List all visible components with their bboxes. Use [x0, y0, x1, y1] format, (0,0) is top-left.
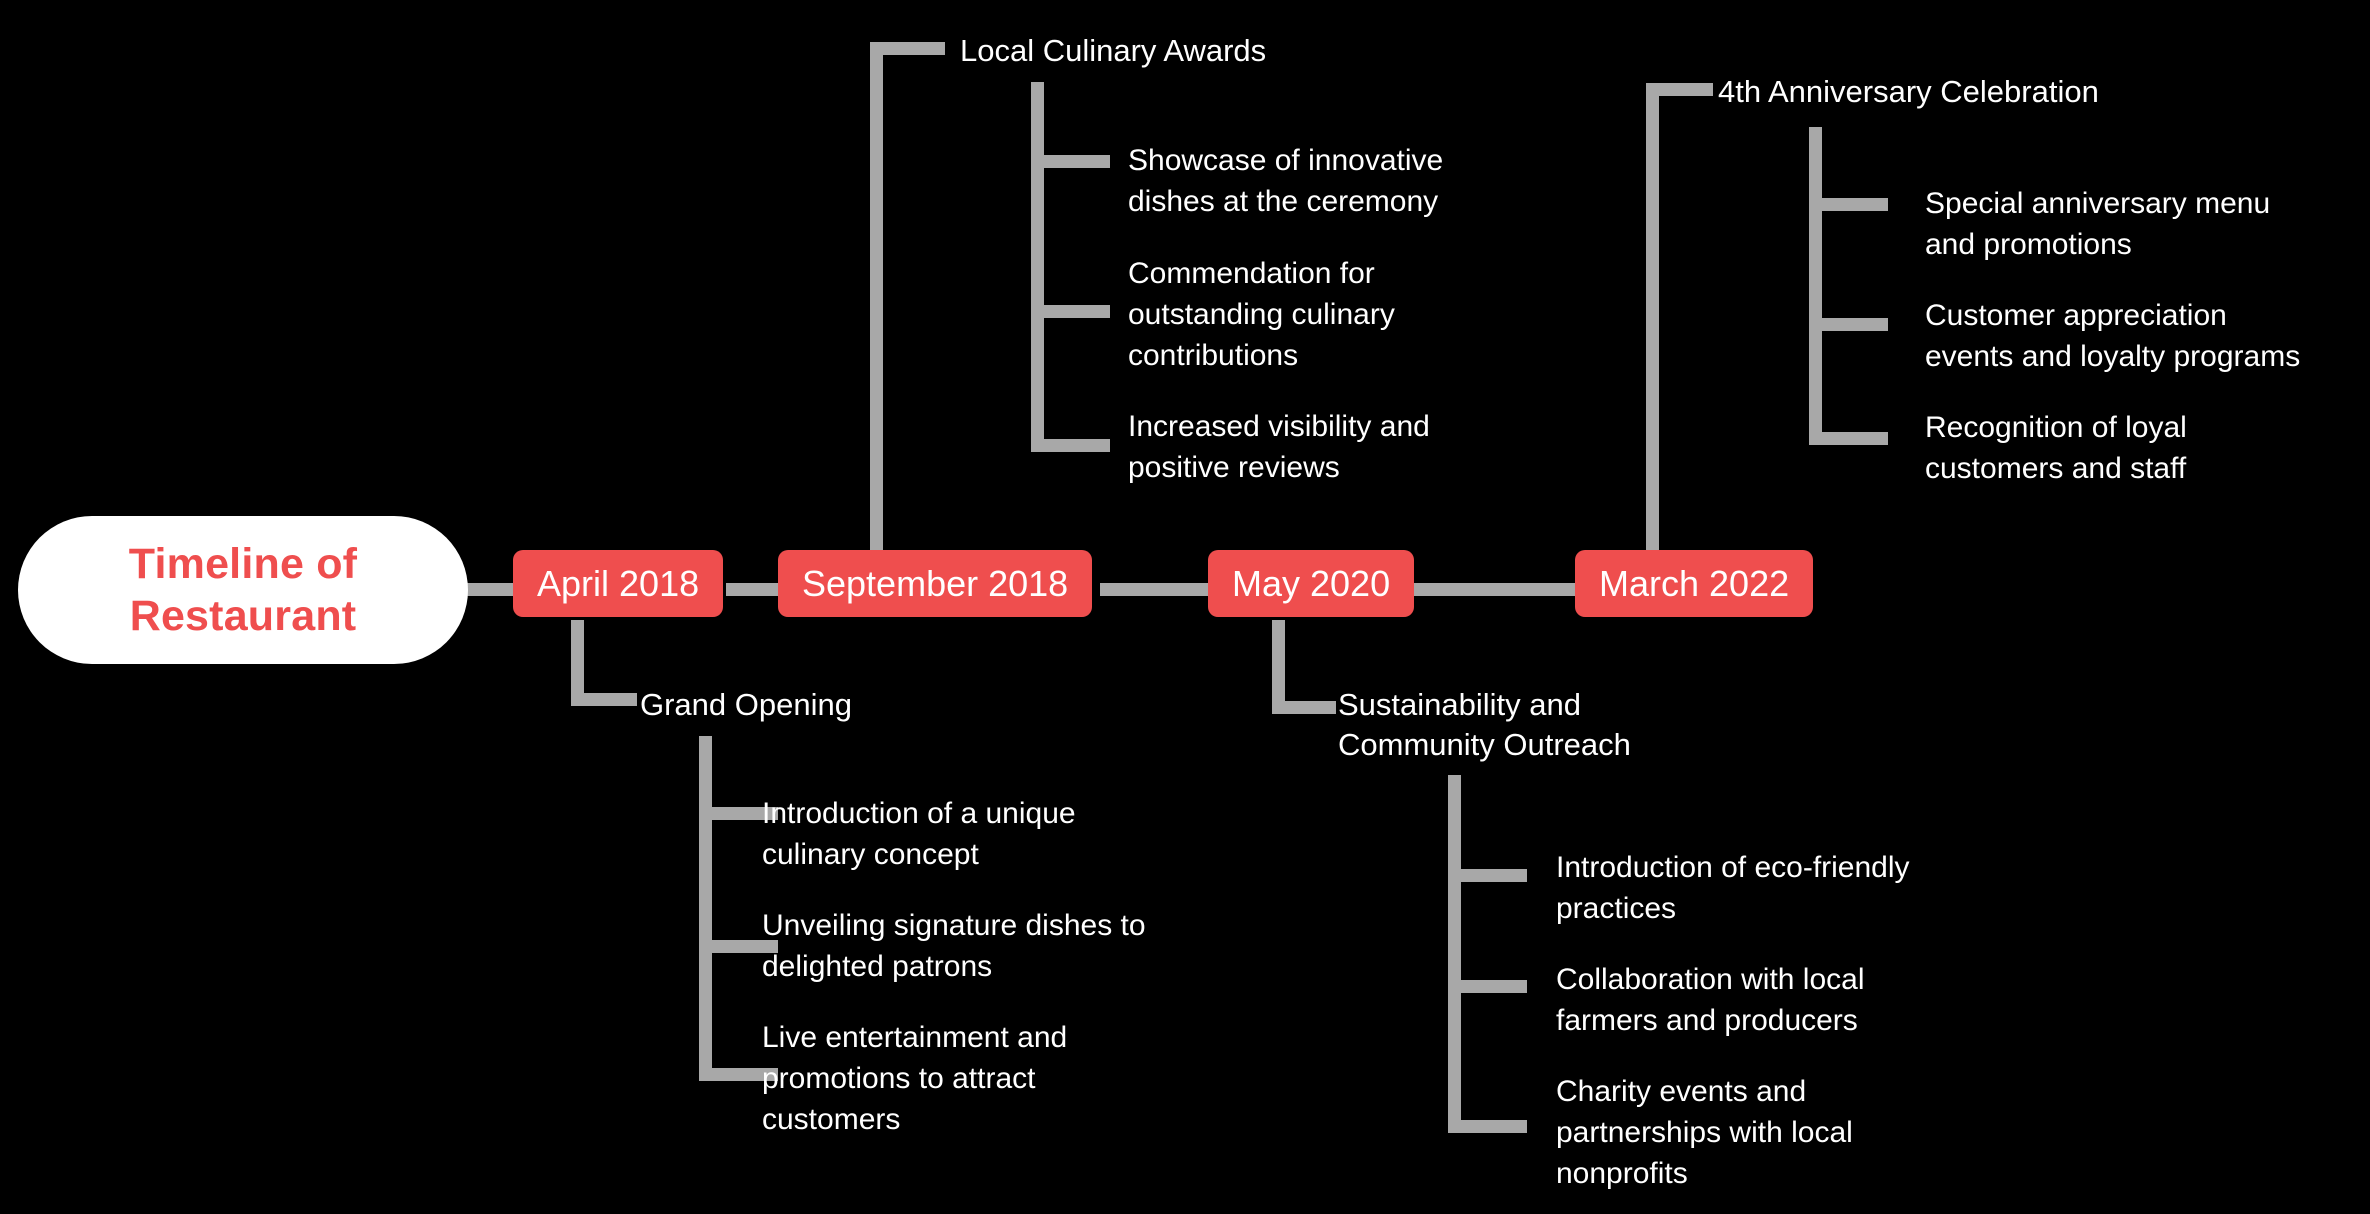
edge-anniversary-elbow — [1646, 83, 1713, 96]
detail-item[interactable]: Charity events and partnerships with loc… — [1556, 1075, 1853, 1191]
edge-sustainability-tick-2 — [1448, 980, 1527, 993]
detail-item[interactable]: Commendation for outstanding culinary co… — [1128, 257, 1395, 373]
root-node-label: Timeline of Restaurant — [128, 539, 358, 640]
milestone-label: May 2020 — [1232, 562, 1391, 604]
edge-grandopening-subspine — [699, 736, 712, 1080]
milestone-september-2018[interactable]: September 2018 — [778, 550, 1093, 617]
milestone-april-2018[interactable]: April 2018 — [513, 550, 724, 617]
edge-anniversary-tick-3 — [1809, 432, 1888, 445]
edge-awards-tick-2 — [1031, 305, 1110, 318]
detail-item[interactable]: Special anniversary menu and promotions — [1925, 187, 2271, 262]
detail-item[interactable]: Introduction of a unique culinary concep… — [762, 797, 1076, 872]
detail-item[interactable]: Customer appreciation events and loyalty… — [1925, 299, 2301, 374]
branch-title-sustainability-and-community-outreach[interactable]: Sustainability and Community Outreach — [1338, 687, 1631, 762]
detail-item[interactable]: Introduction of eco-friendly practices — [1556, 851, 1910, 926]
milestone-label: March 2022 — [1599, 562, 1790, 604]
edge-sustainability-elbow — [1272, 701, 1336, 714]
edge-anniversary-tick-1 — [1809, 198, 1888, 211]
edge-april2018-stem-down — [571, 620, 584, 706]
edge-awards-tick-1 — [1031, 155, 1110, 168]
detail-item[interactable]: Showcase of innovative dishes at the cer… — [1128, 144, 1444, 219]
edge-sustainability-tick-3 — [1448, 1120, 1527, 1133]
edge-anniversary-subspine — [1809, 127, 1822, 445]
milestone-may-2020[interactable]: May 2020 — [1208, 550, 1415, 617]
edge-sustainability-subspine — [1448, 775, 1461, 1133]
root-node[interactable]: Timeline of Restaurant — [18, 516, 468, 664]
branch-title-grand-opening[interactable]: Grand Opening — [640, 687, 852, 722]
detail-item[interactable]: Live entertainment and promotions to att… — [762, 1021, 1068, 1137]
edge-may2020-stem-down — [1272, 620, 1285, 714]
detail-item[interactable]: Recognition of loyal customers and staff — [1925, 411, 2187, 486]
branch-title-local-culinary-awards[interactable]: Local Culinary Awards — [960, 33, 1267, 68]
edge-sustainability-tick-1 — [1448, 869, 1527, 882]
milestone-march-2022[interactable]: March 2022 — [1575, 550, 1814, 617]
detail-item[interactable]: Collaboration with local farmers and pro… — [1556, 963, 1865, 1038]
edge-awards-tick-3 — [1031, 439, 1110, 452]
milestone-label: April 2018 — [537, 562, 700, 604]
edge-awards-subspine — [1031, 82, 1044, 452]
edge-march2022-stem-up — [1646, 83, 1659, 560]
detail-item[interactable]: Increased visibility and positive review… — [1128, 410, 1430, 485]
detail-item[interactable]: Unveiling signature dishes to delighted … — [762, 909, 1146, 984]
edge-september2018-to-may2020 — [1100, 583, 1212, 596]
edge-root-to-april2018 — [464, 583, 518, 596]
edge-local-culinary-awards-elbow — [870, 42, 945, 55]
edge-april2018-to-september2018 — [726, 583, 782, 596]
edge-anniversary-tick-2 — [1809, 318, 1888, 331]
branch-title-4th-anniversary-celebration[interactable]: 4th Anniversary Celebration — [1718, 74, 2099, 109]
edge-grand-opening-elbow — [571, 693, 637, 706]
milestone-label: September 2018 — [802, 562, 1069, 604]
edge-september2018-stem-up — [870, 42, 883, 560]
